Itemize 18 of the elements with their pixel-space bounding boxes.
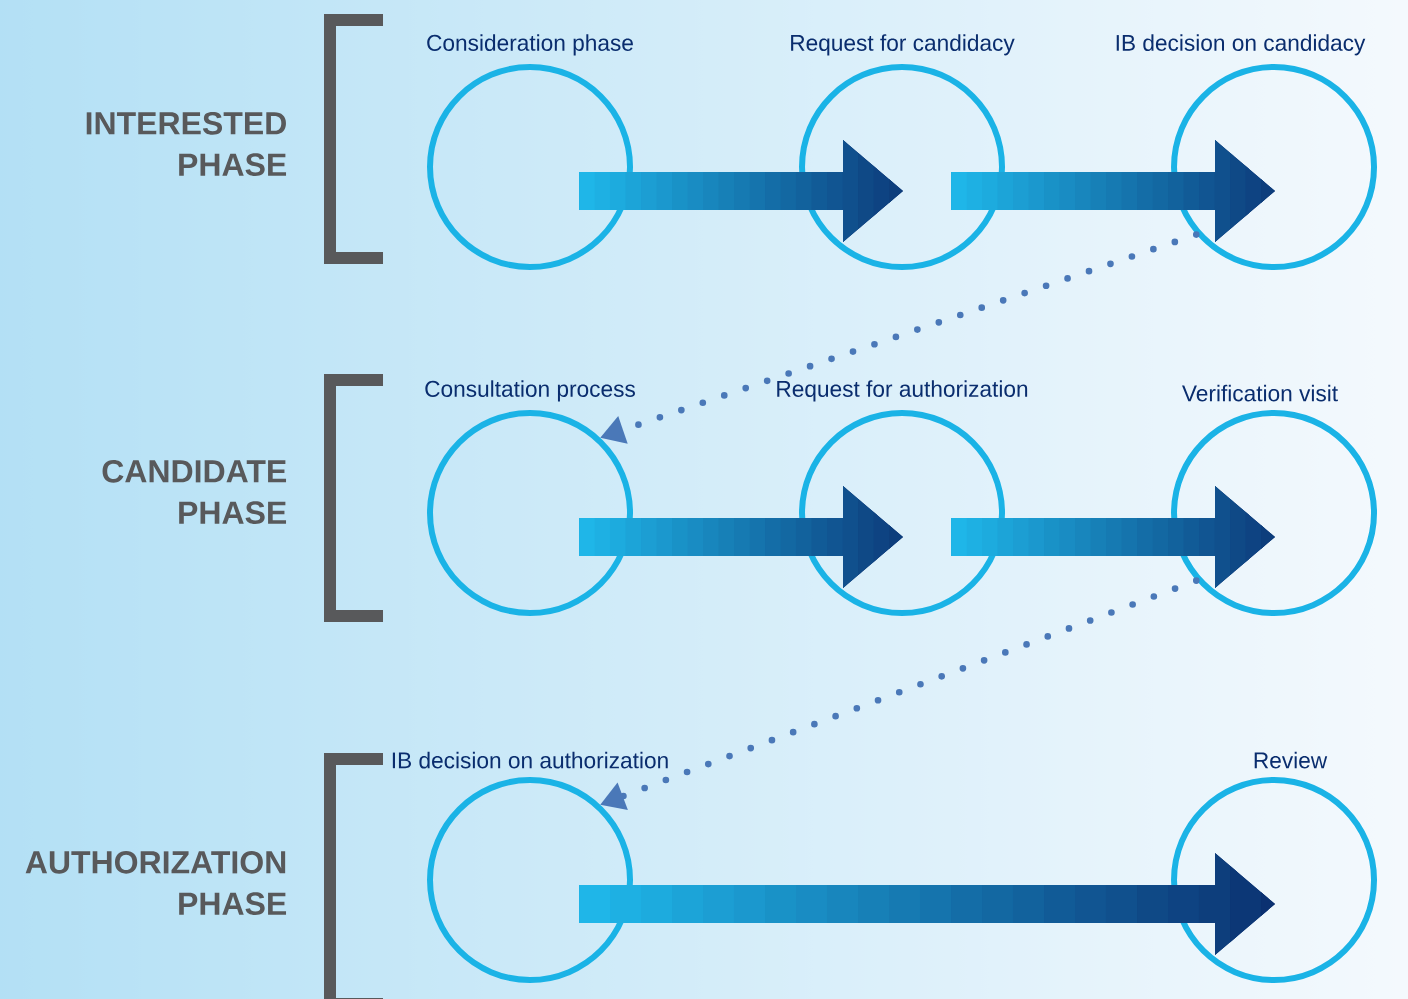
step-label: Consideration phase [427, 34, 633, 56]
arrow [579, 853, 1275, 955]
step-label: IB decision on authorization [392, 751, 668, 769]
dotted-arrow [600, 231, 1200, 444]
arrow [951, 486, 1275, 588]
step-label: IB decision on candidacy [1116, 34, 1366, 56]
phase-label: CANDIDATE PHASE [102, 460, 287, 524]
arrow [951, 140, 1275, 242]
step-label: Review [1254, 751, 1328, 769]
dotted-arrow [600, 577, 1200, 810]
phase-label: INTERESTED PHASE [86, 112, 287, 176]
step-label: Consultation process [425, 380, 635, 402]
step-label: Request for authorization [777, 380, 1028, 402]
step-label: Request for candidacy [791, 34, 1015, 56]
step-label: Verification visit [1182, 384, 1338, 402]
arrow [579, 486, 903, 588]
phase-label: AUTHORIZATION PHASE [25, 851, 287, 915]
arrow [579, 140, 903, 242]
